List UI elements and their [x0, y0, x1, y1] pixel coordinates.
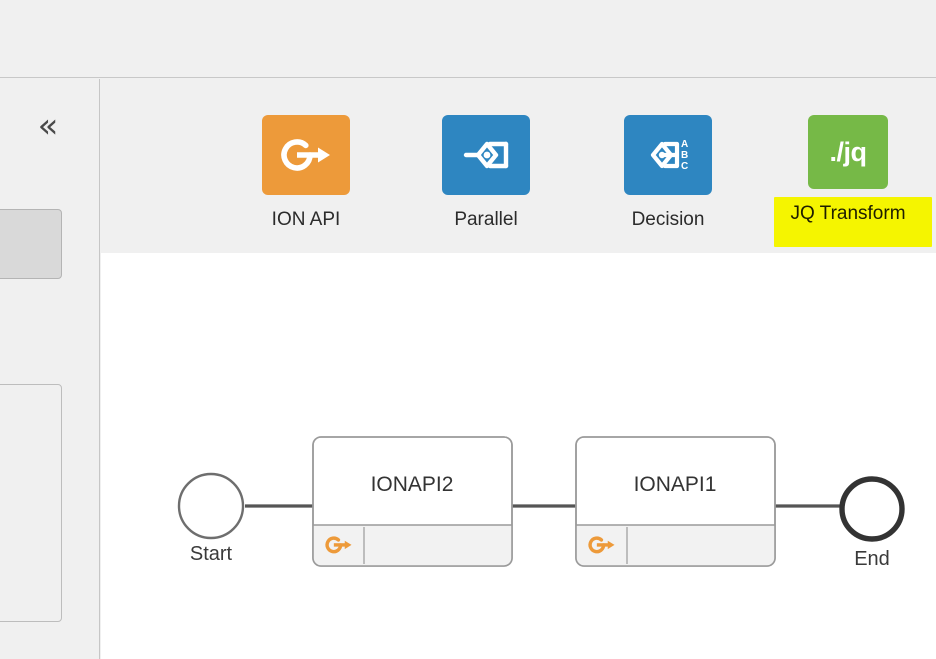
sidebar-panel-top[interactable]: [0, 209, 62, 279]
node-outline: [575, 436, 776, 567]
jq-transform-icon-text: ./jq: [829, 136, 868, 167]
node-label: IONAPI1: [634, 473, 717, 496]
sidebar-collapse-button[interactable]: «: [26, 109, 70, 143]
palette-item-parallel[interactable]: Parallel: [411, 115, 561, 231]
node-outline: [312, 436, 513, 567]
svg-text:A: A: [681, 139, 688, 150]
chevron-double-left-icon: «: [37, 106, 59, 146]
parallel-icon: [442, 115, 530, 195]
ion-api-icon: [325, 536, 352, 554]
sidebar-panel-bottom[interactable]: [0, 384, 62, 622]
jq-transform-icon: ./jq: [808, 115, 888, 189]
palette-item-label: Decision: [631, 209, 705, 230]
palette-item-ion-api[interactable]: ION API: [231, 115, 381, 231]
decision-icon: A B C: [624, 115, 712, 195]
palette-item-label: ION API: [271, 209, 341, 230]
svg-text:C: C: [681, 161, 688, 172]
palette-item-label: JQ Transform: [774, 197, 932, 247]
left-sidebar: «: [0, 79, 100, 659]
flow-node-ionapi1[interactable]: IONAPI1: [575, 436, 776, 567]
node-footer-bg: [576, 525, 775, 566]
node-palette: ION API Parallel: [101, 79, 936, 253]
top-toolbar: [0, 0, 936, 78]
start-label: Start: [190, 543, 233, 565]
flow-diagram: Start IONAPI2: [177, 436, 905, 570]
palette-item-label-text: JQ Transform: [790, 203, 906, 224]
flow-start-node[interactable]: Start: [177, 472, 245, 565]
palette-item-jq-transform[interactable]: ./jq JQ Transform: [773, 115, 932, 247]
palette-item-decision[interactable]: A B C Decision: [593, 115, 743, 231]
ion-api-icon: [588, 536, 615, 554]
flow-canvas[interactable]: Start IONAPI2: [101, 253, 936, 659]
end-circle: [839, 476, 905, 542]
palette-item-label: Parallel: [454, 209, 518, 230]
start-circle: [177, 472, 245, 540]
ion-api-icon: [262, 115, 350, 195]
node-label: IONAPI2: [371, 473, 454, 496]
flow-node-ionapi2[interactable]: IONAPI2: [312, 436, 513, 567]
node-footer-bg: [313, 525, 512, 566]
svg-text:B: B: [681, 150, 688, 161]
end-label: End: [854, 548, 890, 570]
flow-end-node[interactable]: End: [839, 476, 905, 570]
